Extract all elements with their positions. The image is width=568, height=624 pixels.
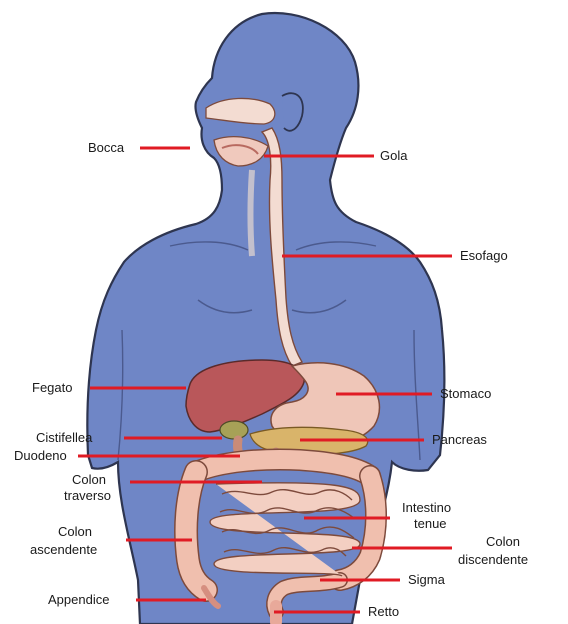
label-cistifellea: Cistifellea xyxy=(36,430,93,445)
label-intestino-tenue-line1: Intestino xyxy=(402,500,451,515)
label-colon-ascendente-line1: Colon xyxy=(58,524,92,539)
label-gola: Gola xyxy=(380,148,408,163)
label-pancreas: Pancreas xyxy=(432,432,487,447)
gallbladder xyxy=(220,421,248,439)
label-appendice: Appendice xyxy=(48,592,109,607)
label-colon-traverso-line1: Colon xyxy=(72,472,106,487)
label-sigma: Sigma xyxy=(408,572,446,587)
label-esofago: Esofago xyxy=(460,248,508,263)
label-bocca: Bocca xyxy=(88,140,125,155)
label-colon-discendente-line2: discendente xyxy=(458,552,528,567)
label-retto: Retto xyxy=(368,604,399,619)
label-duodeno: Duodeno xyxy=(14,448,67,463)
trachea-hint xyxy=(251,170,253,256)
label-colon-traverso-line2: traverso xyxy=(64,488,111,503)
label-fegato: Fegato xyxy=(32,380,72,395)
label-colon-ascendente-line2: ascendente xyxy=(30,542,97,557)
label-stomaco: Stomaco xyxy=(440,386,491,401)
label-colon-discendente-line1: Colon xyxy=(486,534,520,549)
label-intestino-tenue-line2: tenue xyxy=(414,516,447,531)
